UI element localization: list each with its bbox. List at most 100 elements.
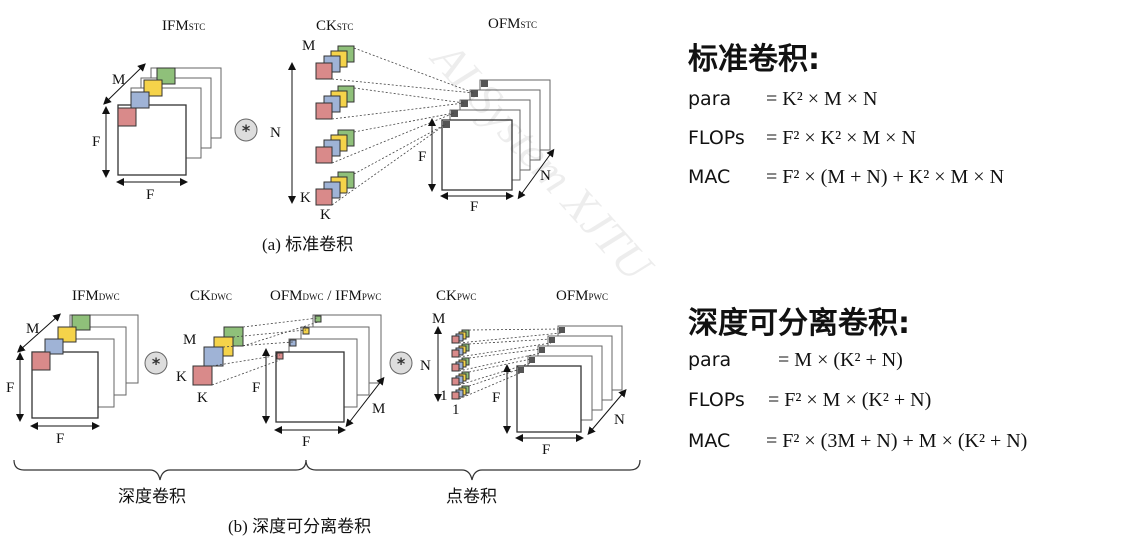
separable-pw-dim-n: N: [420, 358, 431, 374]
separable-ck-dwc-label: CKDWC: [190, 288, 232, 304]
separable-pw-dim-one-bottom: 1: [452, 402, 460, 418]
kernel-channel: [315, 188, 333, 206]
kernel-stack: [315, 45, 355, 80]
separable-dw-kernel: [192, 326, 244, 386]
projection-line: [353, 112, 455, 133]
pw-kernel-stack: [451, 329, 470, 344]
kernel-channel: [315, 62, 333, 80]
separable-mac-expr: = F² × (3M + N) + M × (K² + N): [766, 430, 1028, 452]
kernel-stack: [315, 129, 355, 164]
kernel-stack: [315, 171, 355, 206]
projection-line: [458, 352, 542, 372]
depthwise-brace-label: 深度卷积: [118, 487, 186, 506]
standard-ifm: [117, 67, 222, 176]
standard-ck-label: CKSTC: [316, 18, 353, 34]
separable-pw-projection-lines: [458, 328, 562, 400]
separable-dw-dim-k: K: [176, 369, 187, 385]
standard-ifm-dim-f: F: [92, 134, 100, 150]
projection-line: [458, 332, 562, 344]
standard-kernel-dim-n: N: [270, 125, 281, 141]
channel-red: [117, 107, 137, 127]
separable-ifm-dim-f: F: [6, 380, 14, 396]
standard-kernel-dim-k-bottom: K: [320, 207, 331, 223]
pw-kernel-stack: [451, 357, 470, 372]
separable-ofm-dim-f: F: [492, 390, 500, 406]
standard-ifm-label: IFMSTC: [162, 18, 205, 34]
standard-ofm-dim-f-bottom: F: [470, 199, 478, 215]
separable-pw-kernels: [451, 329, 470, 400]
projection-line: [242, 317, 319, 328]
standard-flops-name: FLOPs: [688, 127, 745, 149]
standard-caption: (a) 标准卷积: [262, 235, 353, 254]
separable-mid-dim-m: M: [372, 401, 385, 417]
pointwise-brace: [305, 459, 641, 481]
separable-ifm-label: IFMDWC: [72, 288, 120, 304]
projection-line: [468, 368, 521, 387]
pw-kernel-stack: [451, 371, 470, 386]
standard-ifm-dim-f-bottom: F: [146, 187, 154, 203]
kernel-stack: [315, 85, 355, 120]
projection-line: [458, 362, 532, 386]
projection-line: [468, 338, 552, 345]
standard-flops-expr: = F² × K² × M × N: [766, 127, 916, 149]
projection-line: [353, 87, 465, 104]
standard-operator: *: [234, 118, 258, 142]
kernel-channel: [451, 363, 460, 372]
separable-pw-dim-m: M: [432, 311, 445, 327]
channel-blue: [130, 91, 150, 109]
kernel-channel: [451, 377, 460, 386]
separable-operator-1: *: [144, 351, 168, 375]
pw-kernel-stack: [451, 385, 470, 400]
separable-mid-label: OFMDWC / IFMPWC: [270, 288, 381, 304]
separable-dw-dim-k-bottom: K: [197, 390, 208, 406]
projection-line: [242, 321, 319, 347]
convolution-diagram: IFMSTC M F F * N M K K CKSTC F F N OFMST…: [6, 16, 664, 536]
kernel-channel: [451, 335, 460, 344]
separable-ifm-dim-m: M: [26, 321, 39, 337]
kernel-channel: [315, 102, 333, 120]
separable-caption: (b) 深度可分离卷积: [228, 517, 371, 536]
separable-ifm: [31, 314, 139, 419]
separable-ofm: [516, 325, 623, 433]
pw-kernel-stack: [451, 343, 470, 358]
separable-para-expr: = M × (K² + N): [778, 349, 903, 371]
standard-para-name: para: [688, 88, 732, 110]
standard-ofm: [441, 79, 551, 191]
projection-line: [468, 328, 562, 331]
separable-para-name: para: [688, 349, 732, 371]
projection-line: [353, 123, 447, 175]
standard-kernel-dim-m: M: [302, 38, 315, 54]
separable-ifm-dim-f-bottom: F: [56, 431, 64, 447]
svg-text:*: *: [152, 354, 161, 373]
kernel-channel: [451, 391, 460, 400]
kernel-channel: [451, 349, 460, 358]
separable-flops-expr: = F² × M × (K² + N): [768, 389, 932, 411]
pointwise-brace-label: 点卷积: [446, 487, 497, 506]
separable-mid-dim-f-bottom: F: [302, 434, 310, 450]
separable-ofm-dim-n: N: [614, 412, 625, 428]
standard-ofm-label: OFMSTC: [488, 16, 537, 32]
projection-line: [331, 123, 447, 206]
projection-line: [468, 348, 542, 359]
standard-kernel-dim-k: K: [300, 190, 311, 206]
separable-pw-dim-one: 1: [440, 388, 448, 404]
separable-mid-feature-map: [275, 314, 382, 423]
separable-ofm-label: OFMPWC: [556, 288, 608, 304]
standard-ofm-dim-f: F: [418, 149, 426, 165]
separable-operator-2: *: [389, 351, 413, 375]
standard-kernels: [315, 45, 355, 206]
depthwise-brace: [13, 459, 307, 481]
standard-mac-name: MAC: [688, 166, 731, 188]
standard-ifm-dim-m: M: [112, 72, 125, 88]
separable-mac-name: MAC: [688, 430, 731, 452]
projection-line: [458, 372, 521, 400]
separable-conv-title: 深度可分离卷积:: [688, 306, 910, 341]
svg-text:*: *: [242, 121, 251, 140]
standard-conv-title: 标准卷积:: [688, 42, 820, 77]
standard-para-expr: = K² × M × N: [766, 88, 878, 110]
svg-text:*: *: [397, 354, 406, 373]
projection-line: [458, 342, 552, 358]
separable-dw-dim-m: M: [183, 332, 196, 348]
separable-flops-name: FLOPs: [688, 389, 745, 411]
separable-ck-pwc-label: CKPWC: [436, 288, 476, 304]
